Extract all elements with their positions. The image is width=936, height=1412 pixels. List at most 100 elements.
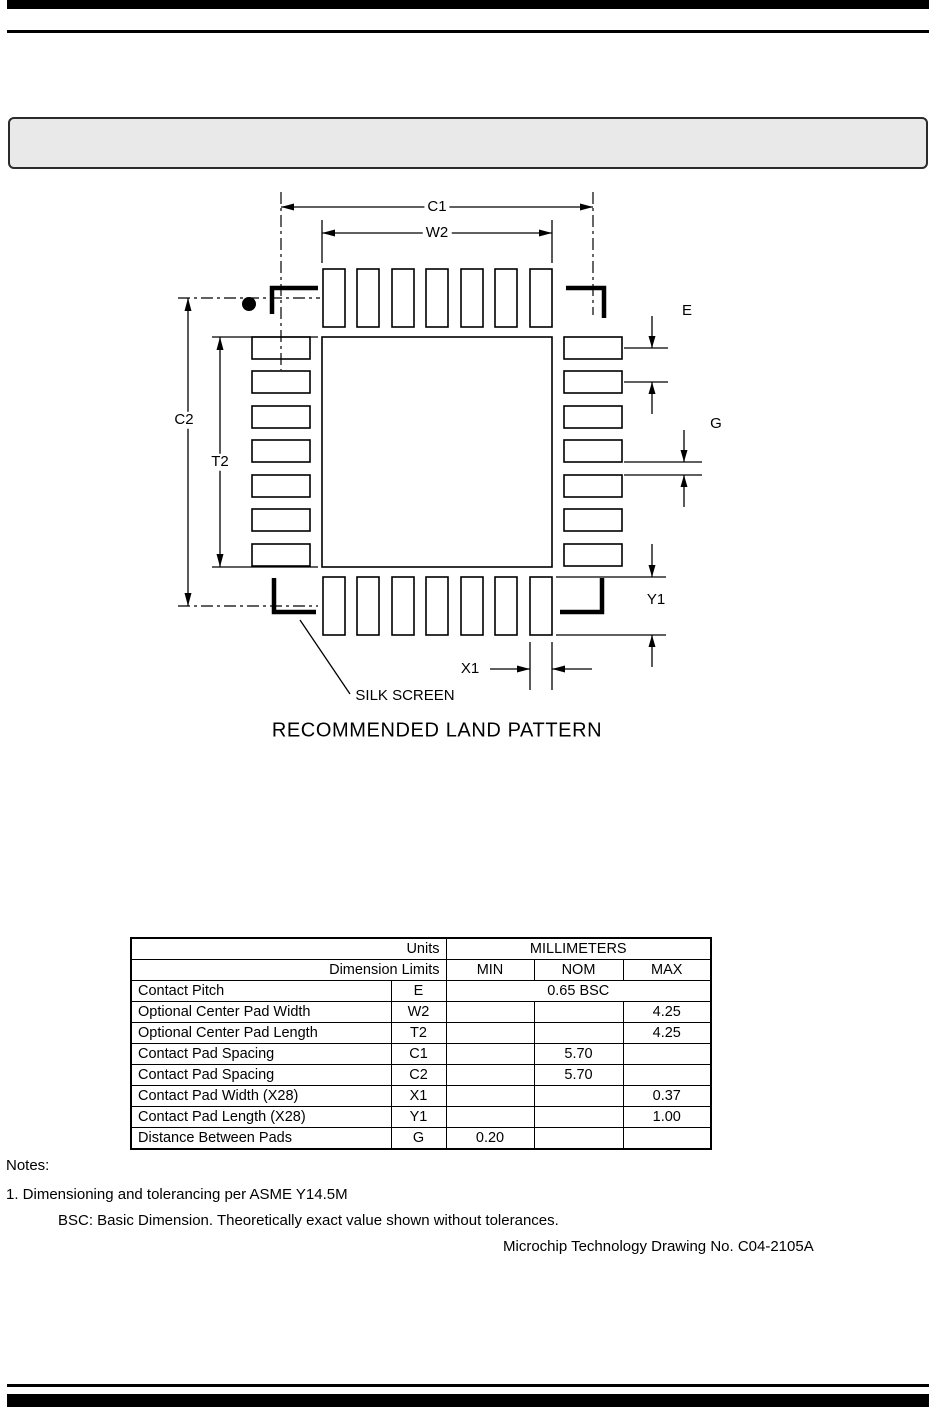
table-row: Distance Between Pads G 0.20 [130,1127,712,1150]
pad [356,268,380,328]
y1-dimension [556,544,666,667]
pad [251,543,311,567]
pad-field [251,268,623,636]
table-row: Contact Pad Length (X28) Y1 1.00 [130,1106,712,1128]
dim-label-w2: W2 [422,224,452,242]
note-item-2: BSC: Basic Dimension. Theoretically exac… [58,1212,559,1229]
drawing-number: Microchip Technology Drawing No. C04-210… [503,1238,814,1255]
dim-max-cell: 0.37 [622,1085,712,1107]
pad [391,268,415,328]
dim-min-cell [445,1022,535,1044]
pad [251,474,311,498]
table-row: Contact Pad Width (X28) X1 0.37 [130,1085,712,1107]
dim-name-cell: Optional Center Pad Length [130,1022,392,1044]
dim-max-cell [622,1127,712,1150]
dimension-table: Units MILLIMETERS Dimension Limits MIN N… [130,937,712,1150]
dim-min-cell: 0.20 [445,1127,535,1150]
dim-label-x1: X1 [457,660,483,678]
section-title-box [8,117,928,169]
max-header-cell: MAX [622,959,712,981]
pad [563,543,623,567]
dim-symbol-cell: E [390,980,447,1002]
dim-nom-cell [533,1001,624,1023]
pad [322,576,346,636]
dim-symbol-cell: G [390,1127,447,1150]
pad [356,576,380,636]
min-header-cell: MIN [445,959,535,981]
t2-dimension [212,336,318,568]
dim-label-g: G [710,414,722,432]
pad [460,576,484,636]
silk-corner-top-left [269,285,318,314]
silk-corner-top-right [566,285,607,318]
dim-name-cell: Optional Center Pad Width [130,1001,392,1023]
dim-label-y1: Y1 [643,591,669,609]
dim-nom-cell [533,1022,624,1044]
pad [529,576,553,636]
notes-heading: Notes: [6,1157,50,1174]
table-row: Optional Center Pad Width W2 4.25 [130,1001,712,1023]
dim-name-cell: Contact Pad Width (X28) [130,1085,392,1107]
pad [529,268,553,328]
pad [563,508,623,532]
pad [251,508,311,532]
left-pad-column [251,336,311,567]
pad [251,370,311,394]
nom-header-cell: NOM [533,959,624,981]
dim-nom-cell [533,1085,624,1107]
table-row: Contact Pad Spacing C2 5.70 [130,1064,712,1086]
dim-label-c2: C2 [171,411,197,429]
dim-max-cell [622,1043,712,1065]
land-pattern-diagram [178,192,702,695]
pin1-indicator-dot [242,297,256,311]
pad [563,336,623,360]
table-row: Optional Center Pad Length T2 4.25 [130,1022,712,1044]
dim-symbol-cell: Y1 [390,1106,447,1128]
dim-name-cell: Contact Pad Length (X28) [130,1106,392,1128]
dim-nom-cell [533,1106,624,1128]
pad [322,268,346,328]
dim-name-cell: Contact Pad Spacing [130,1043,392,1065]
units-label-cell: Units [130,937,447,960]
pad [563,370,623,394]
page-bottom-bar [7,1394,929,1407]
dim-symbol-cell: C2 [390,1064,447,1086]
dim-label-c1: C1 [424,198,450,216]
silk-screen-leader-line [299,619,351,695]
diagram-caption: RECOMMENDED LAND PATTERN [271,719,603,742]
pad [425,268,449,328]
pad [494,268,518,328]
dim-label-t2: T2 [208,453,232,471]
dim-nom-cell: 5.70 [533,1064,624,1086]
centerlines [178,192,594,607]
dimension-lines [187,206,702,695]
dim-symbol-cell: T2 [390,1022,447,1044]
dim-max-cell [622,1064,712,1086]
dim-symbol-cell: C1 [390,1043,447,1065]
center-pad [321,336,553,568]
units-value-cell: MILLIMETERS [445,937,712,960]
silk-screen-marks [269,285,607,615]
page-top-rule [7,30,929,33]
dim-min-cell [445,1043,535,1065]
silk-corner-bottom-right [560,578,605,615]
pad [425,576,449,636]
pad [494,576,518,636]
pad [251,439,311,463]
table-row-units: Units MILLIMETERS [130,937,712,960]
g-dimension [624,430,702,507]
dim-name-cell: Distance Between Pads [130,1127,392,1150]
note-item-1: 1. Dimensioning and tolerancing per ASME… [6,1186,348,1203]
pad [563,405,623,429]
dim-max-cell: 4.25 [622,1022,712,1044]
dim-nom-cell: 5.70 [533,1043,624,1065]
right-pad-column [563,336,623,567]
dim-name-cell: Contact Pitch [130,980,392,1002]
x1-dimension [490,642,592,690]
pad [391,576,415,636]
silk-screen-label: SILK SCREEN [355,686,455,704]
table-row-limits: Dimension Limits MIN NOM MAX [130,959,712,981]
dim-nom-cell [533,1127,624,1150]
top-pad-row [322,268,553,328]
dim-min-cell [445,1085,535,1107]
